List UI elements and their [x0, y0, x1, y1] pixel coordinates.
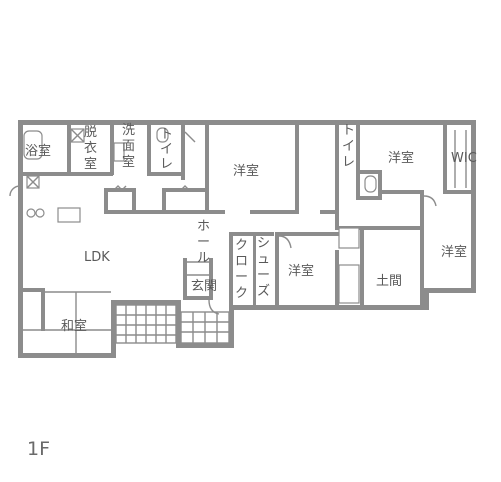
kitchen-counter-icon: [57, 207, 81, 223]
label-toilet-left-2: イ: [160, 142, 173, 157]
fixtures: [9, 127, 467, 353]
label-entrance: 玄関: [191, 279, 217, 294]
door-swing: [9, 185, 21, 197]
label-shoes-2: ュ: [257, 252, 270, 267]
toilet-icon: [156, 127, 169, 143]
door-swing: [208, 299, 220, 315]
label-western-right: 洋室: [441, 244, 467, 260]
label-toilet-right-3: レ: [342, 155, 355, 170]
door-swing: [278, 235, 292, 249]
label-western-top: 洋室: [233, 163, 259, 179]
sink-icon: [113, 142, 125, 162]
floor-label: 1F: [27, 438, 50, 460]
room-labels: 浴室 脱 衣 室 洗 面 室 ト イ レ 洋室 ト イ レ 洋室 WIC 洋室 …: [25, 123, 477, 334]
interior-walls: [18, 125, 476, 331]
stove-icon: [35, 208, 45, 218]
porch-tiles: [115, 304, 230, 344]
label-wash-1: 洗: [122, 123, 135, 138]
label-japanese: 和室: [61, 318, 87, 334]
label-cloak-4: ク: [235, 286, 248, 301]
label-toilet-right-1: ト: [342, 123, 355, 138]
toilet-icon: [364, 175, 377, 193]
label-toilet-left-3: レ: [160, 157, 173, 172]
label-bath: 浴室: [25, 143, 51, 159]
stove-icon: [26, 208, 36, 218]
label-ldk: LDK: [84, 250, 110, 265]
label-dressing-1: 脱: [84, 125, 97, 140]
door-swing: [184, 131, 196, 143]
bathtub-icon: [23, 130, 43, 160]
label-cloak-1: ク: [235, 238, 248, 253]
plant-icon: [113, 185, 127, 191]
label-western-center: 洋室: [288, 263, 314, 279]
label-shoes-3: ー: [257, 268, 270, 283]
label-dressing-2: 衣: [84, 140, 97, 156]
label-hall-1: ホ: [197, 219, 210, 234]
label-toilet-right-2: イ: [342, 139, 355, 154]
label-wic: WIC: [451, 151, 477, 166]
plant-icon: [180, 185, 190, 191]
label-cloak-2: ロ: [235, 254, 248, 269]
step-icon: [338, 227, 360, 249]
label-doma: 土間: [376, 274, 402, 289]
label-hall-2: ー: [197, 235, 210, 250]
label-wash-2: 面: [122, 139, 135, 154]
label-shoes-4: ズ: [257, 283, 270, 299]
label-dressing-3: 室: [84, 156, 97, 172]
step-icon: [338, 264, 360, 304]
outer-walls: [18, 120, 476, 358]
label-western-top-right: 洋室: [388, 150, 414, 166]
door-swing: [423, 195, 437, 207]
label-toilet-left-1: ト: [160, 127, 173, 142]
label-shoes-1: シ: [257, 236, 270, 251]
label-cloak-3: ー: [235, 270, 248, 285]
label-hall-3: ル: [197, 251, 210, 266]
label-wash-3: 室: [122, 154, 135, 170]
